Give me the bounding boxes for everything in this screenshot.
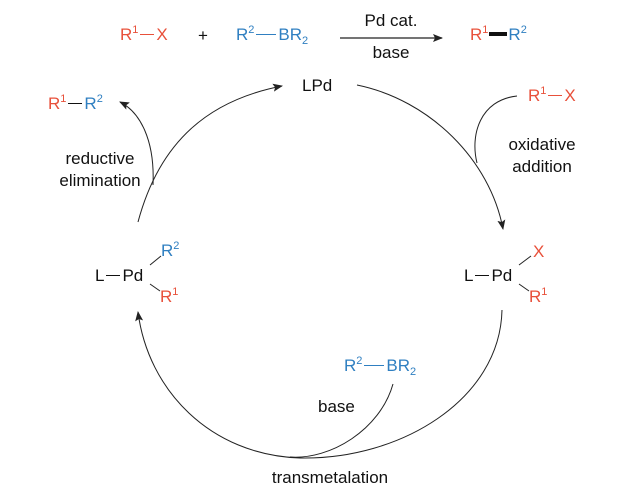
complex-x: X — [533, 242, 545, 261]
tm-base: base — [318, 397, 355, 416]
halide-symbol: X — [156, 25, 168, 44]
arc-oxidative-addition-reagent — [474, 95, 518, 164]
complex-r2: R2 — [161, 240, 180, 260]
re-product-r1: R1 — [48, 93, 67, 113]
arc-transmetalation — [135, 309, 503, 459]
label-oxidative: oxidative — [508, 135, 576, 154]
bond — [548, 94, 563, 96]
re-product: R1 R2 — [48, 93, 103, 113]
label-elimination: elimination — [59, 171, 141, 190]
r2-symbol: R — [236, 25, 249, 44]
condition-base: base — [372, 43, 410, 62]
complex-r1: R1 — [529, 286, 548, 306]
complex-r1: R1 — [160, 286, 179, 306]
r1-superscript: 1 — [132, 24, 139, 36]
bond — [140, 33, 155, 35]
bond-pd-r1 — [149, 283, 161, 292]
re-product-r2: R2 — [84, 93, 103, 113]
arc-to-oxidative-complex — [356, 84, 506, 230]
bond — [256, 33, 277, 35]
boron-subscript: 2 — [302, 35, 309, 47]
equation-reactant1: R1 X — [120, 24, 168, 44]
arc-transmetalation-reagent — [289, 383, 394, 458]
label-transmetalation: transmetalation — [271, 468, 389, 487]
bond-pd-x — [518, 255, 532, 266]
condition-catalyst: Pd cat. — [364, 11, 418, 30]
arc-to-catalyst — [137, 83, 283, 223]
r1-symbol: R — [120, 25, 133, 44]
bond — [106, 274, 121, 276]
plus-sign: + — [198, 26, 208, 45]
product-r1: R1 — [470, 24, 489, 44]
boron-group: BR — [278, 25, 303, 44]
product-r2: R2 — [508, 24, 527, 44]
label-addition: addition — [512, 157, 572, 176]
bond — [489, 32, 508, 36]
equation-product: R1 R2 — [470, 24, 527, 44]
bond — [475, 274, 490, 276]
bond-pd-r1-right — [518, 283, 530, 292]
r2-superscript: 2 — [248, 24, 255, 36]
bond — [364, 364, 385, 366]
arc-reductive-elimination — [119, 101, 154, 186]
label-reductive: reductive — [65, 149, 135, 168]
catalyst-lpd: LPd — [302, 76, 333, 95]
bond-pd-r2 — [149, 255, 162, 266]
bond — [68, 102, 83, 104]
